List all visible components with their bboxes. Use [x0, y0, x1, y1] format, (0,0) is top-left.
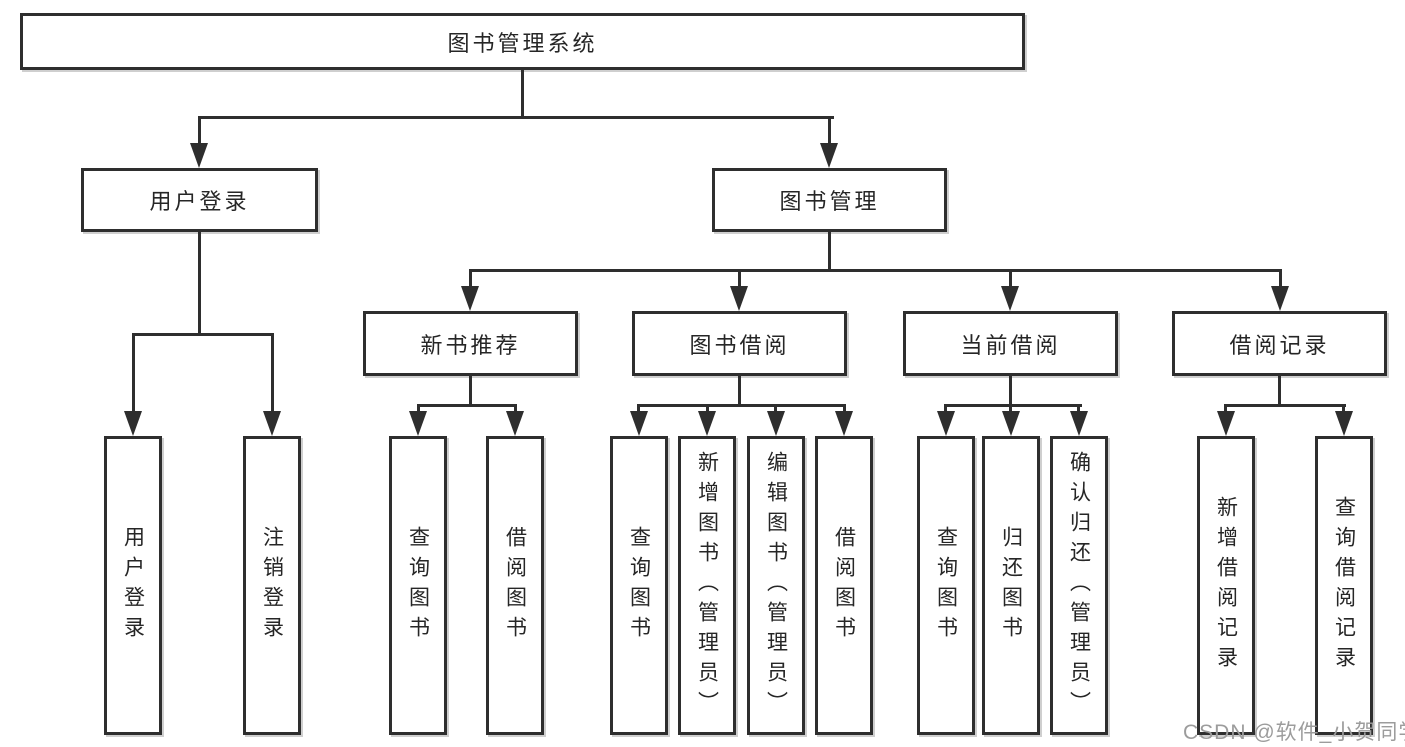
- connector-v: [469, 269, 472, 289]
- leaf-user-login: 用户登录: [104, 436, 162, 735]
- connector-v: [774, 404, 777, 416]
- node-label: 查询图书: [934, 525, 958, 646]
- leaf-add-borrow-record: 新增借阅记录: [1197, 436, 1255, 735]
- leaf-query-books-3: 查询图书: [917, 436, 975, 735]
- arrow-down-icon: [835, 411, 853, 436]
- node-label: 确认归还（管理员）: [1067, 450, 1091, 721]
- node-label: 查询图书: [627, 525, 651, 646]
- connector-v: [738, 376, 741, 406]
- connector-h: [944, 404, 1082, 407]
- node-label: 用户登录: [121, 525, 145, 646]
- connector-h: [637, 404, 846, 407]
- arrow-down-icon: [124, 411, 142, 436]
- leaf-borrow-books-2: 借阅图书: [815, 436, 873, 735]
- node-label: 借阅图书: [832, 525, 856, 646]
- node-label: 图书管理系统: [447, 30, 598, 56]
- arrow-down-icon: [698, 411, 716, 436]
- node-new-book-recommendation: 新书推荐: [363, 311, 578, 376]
- arrow-down-icon: [1217, 411, 1235, 436]
- connector-h: [132, 333, 274, 336]
- connector-v: [828, 232, 831, 272]
- arrow-down-icon: [1271, 286, 1289, 311]
- node-label: 用户登录: [149, 189, 250, 214]
- connector-v: [469, 376, 472, 406]
- node-current-borrowing: 当前借阅: [903, 311, 1118, 376]
- arrow-down-icon: [409, 411, 427, 436]
- node-label: 新增借阅记录: [1214, 495, 1238, 676]
- leaf-query-books-2: 查询图书: [610, 436, 668, 735]
- node-label: 归还图书: [999, 525, 1023, 646]
- leaf-query-books-1: 查询图书: [389, 436, 447, 735]
- connector-v: [521, 70, 524, 117]
- arrow-down-icon: [461, 286, 479, 311]
- node-label: 编辑图书（管理员）: [764, 450, 788, 721]
- connector-v: [1009, 376, 1012, 406]
- node-book-management: 图书管理: [712, 168, 947, 232]
- connector-v: [1342, 404, 1345, 416]
- arrow-down-icon: [767, 411, 785, 436]
- connector-v: [198, 232, 201, 333]
- connector-v: [1224, 404, 1227, 416]
- arrow-down-icon: [190, 143, 208, 168]
- node-label: 注销登录: [260, 525, 284, 646]
- arrow-down-icon: [1002, 411, 1020, 436]
- connector-v: [1279, 269, 1282, 289]
- arrow-down-icon: [730, 286, 748, 311]
- connector-v: [132, 333, 135, 413]
- connector-v: [1009, 404, 1012, 416]
- arrow-down-icon: [937, 411, 955, 436]
- connector-v: [1077, 404, 1080, 416]
- node-label: 图书借阅: [689, 332, 790, 358]
- connector-v: [738, 269, 741, 289]
- leaf-query-borrow-record: 查询借阅记录: [1315, 436, 1373, 735]
- connector-v: [843, 404, 846, 416]
- connector-v: [1278, 376, 1281, 406]
- arrow-down-icon: [630, 411, 648, 436]
- node-library-management-system: 图书管理系统: [20, 13, 1025, 70]
- connector-v: [706, 404, 709, 416]
- connector-h: [198, 116, 834, 119]
- leaf-logout: 注销登录: [243, 436, 301, 735]
- connector-v: [944, 404, 947, 416]
- arrow-down-icon: [506, 411, 524, 436]
- arrow-down-icon: [1335, 411, 1353, 436]
- leaf-borrow-books-1: 借阅图书: [486, 436, 544, 735]
- node-label: 新书推荐: [420, 332, 521, 358]
- arrow-down-icon: [820, 143, 838, 168]
- leaf-add-books-admin: 新增图书（管理员）: [678, 436, 736, 735]
- node-label: 图书管理: [779, 189, 880, 214]
- leaf-edit-books-admin: 编辑图书（管理员）: [747, 436, 805, 735]
- node-book-borrowing: 图书借阅: [632, 311, 847, 376]
- node-borrowing-records: 借阅记录: [1172, 311, 1387, 376]
- node-label: 查询图书: [406, 525, 430, 646]
- arrow-down-icon: [1001, 286, 1019, 311]
- leaf-confirm-return-admin: 确认归还（管理员）: [1050, 436, 1108, 735]
- node-label: 查询借阅记录: [1332, 495, 1356, 676]
- connector-h: [469, 269, 1282, 272]
- connector-h: [417, 404, 517, 407]
- connector-v: [198, 116, 201, 146]
- watermark: CSDN @软件_小贺同学: [1183, 721, 1405, 744]
- connector-v: [271, 333, 274, 413]
- arrow-down-icon: [1070, 411, 1088, 436]
- connector-h: [1224, 404, 1346, 407]
- connector-v: [417, 404, 420, 416]
- connector-v: [1009, 269, 1012, 289]
- connector-v: [514, 404, 517, 416]
- connector-v: [637, 404, 640, 416]
- node-label: 借阅图书: [503, 525, 527, 646]
- node-label: 当前借阅: [960, 332, 1061, 358]
- connector-v: [828, 116, 831, 146]
- node-label: 借阅记录: [1229, 332, 1330, 358]
- node-label: 新增图书（管理员）: [695, 450, 719, 721]
- arrow-down-icon: [263, 411, 281, 436]
- leaf-return-books: 归还图书: [982, 436, 1040, 735]
- node-user-login: 用户登录: [81, 168, 318, 232]
